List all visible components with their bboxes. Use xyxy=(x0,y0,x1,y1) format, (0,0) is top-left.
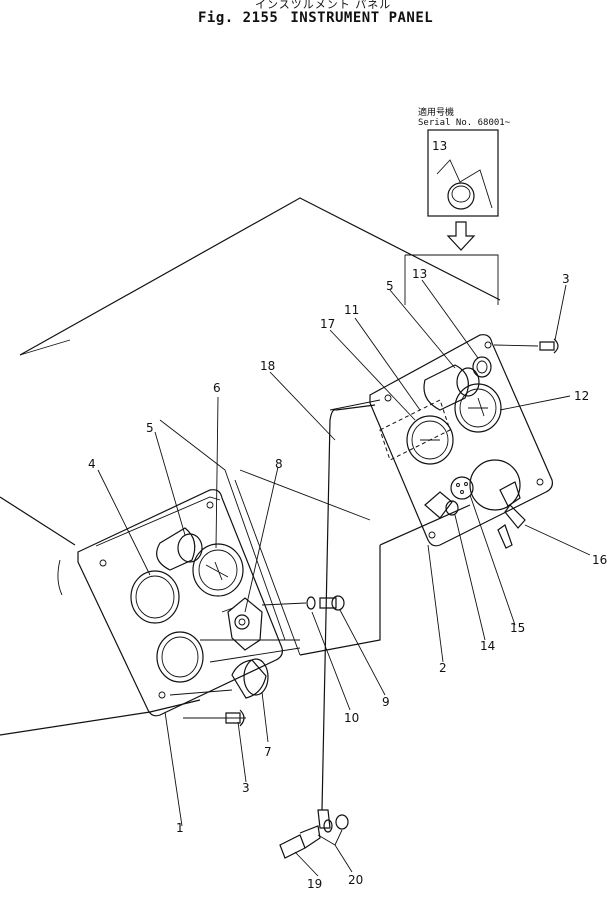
screw-part-9 xyxy=(319,595,345,611)
callout-9: 9 xyxy=(382,695,390,709)
figure-caption: INSTRUMENT PANEL xyxy=(290,10,434,26)
callout-11: 11 xyxy=(344,303,359,317)
title-japanese: インスツルメント パネル xyxy=(255,0,392,11)
callout-6: 6 xyxy=(213,381,221,395)
screw-part-3-left xyxy=(225,709,245,727)
callout-20: 20 xyxy=(348,873,363,887)
callout-4: 4 xyxy=(88,457,96,471)
callout-13: 13 xyxy=(412,267,427,281)
callout-2: 2 xyxy=(439,661,447,675)
callout-5-right: 5 xyxy=(386,279,394,293)
callout-labels: 1 2 3 3 4 5 5 6 7 8 9 10 11 12 13 14 15 … xyxy=(88,139,607,891)
callout-17: 17 xyxy=(320,317,335,331)
callout-12: 12 xyxy=(574,389,589,403)
detail-callout-box xyxy=(404,129,499,305)
washer-part-20 xyxy=(323,814,349,833)
callout-5-left: 5 xyxy=(146,421,154,435)
wire-part-18 xyxy=(317,404,376,829)
serial-note-jp: 適用号機 xyxy=(418,108,455,118)
callout-3-left: 3 xyxy=(242,781,250,795)
lamp-part-7 xyxy=(231,658,269,699)
serial-note-text: Serial No. 68001~ xyxy=(418,118,511,128)
dashboard-body xyxy=(0,197,501,736)
callout-10: 10 xyxy=(344,711,359,725)
callout-1: 1 xyxy=(176,821,184,835)
callout-13-inset: 13 xyxy=(432,139,447,153)
callout-15: 15 xyxy=(510,621,525,635)
callout-14: 14 xyxy=(480,639,495,653)
callout-8: 8 xyxy=(275,457,283,471)
left-panel xyxy=(77,489,283,717)
callout-18: 18 xyxy=(260,359,275,373)
figure-title: Fig. 2155 INSTRUMENT PANEL xyxy=(198,10,445,26)
callout-7: 7 xyxy=(264,745,272,759)
leader-lines xyxy=(97,279,591,877)
bolt-part-19 xyxy=(279,825,321,859)
callout-16: 16 xyxy=(592,553,607,567)
switch-part-8 xyxy=(221,597,263,651)
screw-part-3-right xyxy=(493,338,559,354)
figure-number: Fig. 2155 xyxy=(198,10,279,26)
callout-19: 19 xyxy=(307,877,322,891)
callout-3-right: 3 xyxy=(562,272,570,286)
right-panel xyxy=(369,334,553,549)
serial-note: 適用号機 Serial No. 68001~ xyxy=(418,108,510,128)
washer-part-10 xyxy=(306,596,316,610)
